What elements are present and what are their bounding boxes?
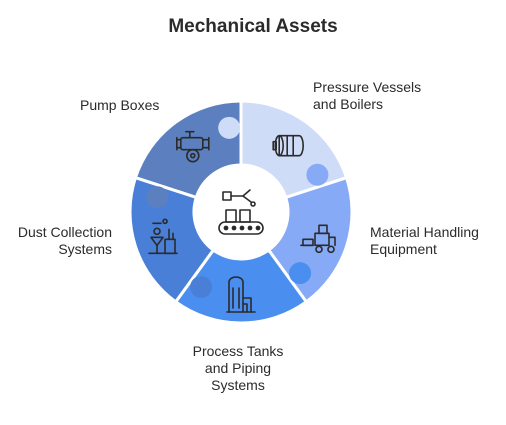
- pump-icon: [176, 130, 210, 163]
- conveyor-robot-icon: [218, 189, 264, 235]
- dust-collector-icon: [148, 218, 178, 255]
- puzzle-knob: [218, 116, 241, 139]
- label-pump-boxes: Pump Boxes: [80, 97, 160, 113]
- label-process-tanks: Process Tanks and Piping Systems: [192, 343, 284, 393]
- diagram-title: Mechanical Assets: [168, 16, 338, 37]
- label-pressure-vessels: Pressure Vessels and Boilers: [313, 79, 422, 112]
- puzzle-knob: [289, 262, 312, 285]
- label-dust-collection: Dust Collection Systems: [17, 224, 112, 257]
- segment-tanks: [173, 247, 309, 325]
- puzzle-knob: [146, 186, 169, 209]
- label-material-handling: Material Handling Equipment: [370, 224, 479, 257]
- tank-pipe-icon: [226, 276, 256, 313]
- center-hub: [195, 166, 287, 258]
- boiler-icon: [272, 134, 304, 157]
- forklift-icon: [300, 224, 336, 254]
- puzzle-knob: [306, 163, 329, 186]
- puzzle-knob: [190, 276, 213, 299]
